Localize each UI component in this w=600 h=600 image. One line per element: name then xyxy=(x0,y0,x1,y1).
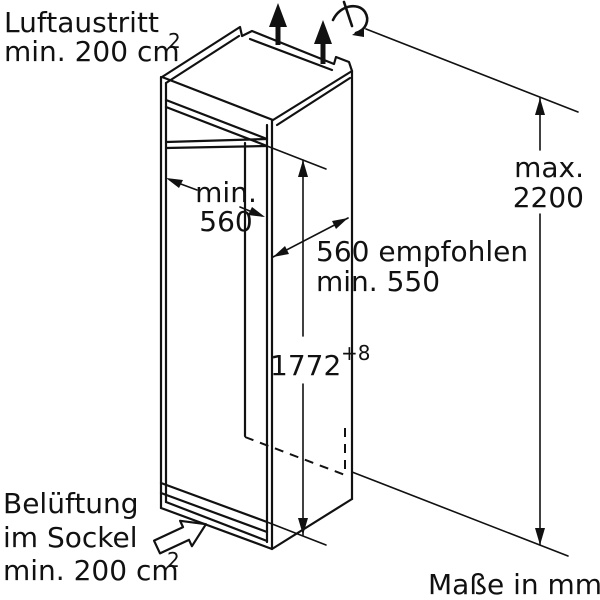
floor-bottom-front-edge xyxy=(159,491,269,534)
appliance-niche-drawing xyxy=(159,25,354,551)
floor-top-front-edge xyxy=(159,481,269,524)
depth-label-line2: min. 550 xyxy=(316,265,440,298)
ceiling-back-edge-b xyxy=(164,144,269,150)
depth-label-line1: 560 empfohlen xyxy=(316,235,528,268)
niche-width-label-line2: 560 xyxy=(199,205,252,238)
niche-height-label: 1772 xyxy=(270,349,341,382)
dimension-total-height xyxy=(351,28,579,557)
hidden-floor-back-edge xyxy=(244,436,346,476)
plinth-vent-label-sup: 2 xyxy=(167,548,180,572)
arrowhead-upper-right xyxy=(332,218,348,229)
niche-top-face-inset-left xyxy=(164,34,241,85)
air-up-arrow-left-shaft xyxy=(275,25,281,45)
plinth-airflow-arrow-icon xyxy=(152,519,208,555)
ceiling-front-edge-a xyxy=(164,98,269,141)
plinth-vent-label-line3: min. 200 cm xyxy=(3,554,179,587)
arrowhead-up xyxy=(298,160,308,177)
air-outlet-label-line1: Luftaustritt xyxy=(4,6,159,39)
air-up-arrow-right-shaft xyxy=(320,42,326,64)
plinth-bottom-edge-inner xyxy=(164,500,269,543)
arrowhead-down xyxy=(298,518,308,535)
air-outlet-label-line2: min. 200 cm xyxy=(4,35,180,68)
arrowhead-lower-left xyxy=(273,246,289,257)
plinth-bottom-edge-outer xyxy=(159,506,274,551)
total-height-label-line1: max. xyxy=(514,151,584,184)
dimension-niche-height xyxy=(266,145,327,546)
extension-line-top xyxy=(365,28,579,113)
arrowhead-up xyxy=(535,98,545,115)
plinth-vent-label-line1: Belüftung xyxy=(3,487,139,520)
extension-line-bottom xyxy=(351,471,569,557)
right-panel-top-inset xyxy=(275,76,352,127)
diagram-labels: Luftaustritt min. 200 cm 2 min. 560 560 … xyxy=(3,6,600,600)
right-panel-bottom-edge xyxy=(270,497,354,551)
extension-line-bottom xyxy=(266,521,327,546)
total-height-label-line2: 2200 xyxy=(513,181,584,214)
no-recirculation-arrow-icon xyxy=(331,0,369,37)
arrowhead-down xyxy=(535,528,545,545)
niche-top-face xyxy=(160,25,354,122)
dimension-niche-width xyxy=(166,178,265,217)
plinth-vent-label-line2: im Sockel xyxy=(3,521,137,554)
niche-height-tolerance-label: +8 xyxy=(341,341,370,365)
air-outlet-label-sup: 2 xyxy=(168,29,181,53)
extension-line-top xyxy=(266,145,327,170)
niche-width-label-line1: min. xyxy=(195,176,257,209)
airflow-symbols xyxy=(152,0,369,555)
air-up-arrow-right-icon xyxy=(314,20,332,44)
ceiling-back-edge-a xyxy=(164,137,269,144)
arrowhead-left xyxy=(166,178,183,188)
arrowhead-right xyxy=(248,207,265,217)
dimension-depth xyxy=(272,217,349,258)
air-up-arrow-left-icon xyxy=(269,3,287,27)
units-note-label: Maße in mm xyxy=(428,568,600,600)
niche-top-face-inset-right xyxy=(248,37,334,72)
